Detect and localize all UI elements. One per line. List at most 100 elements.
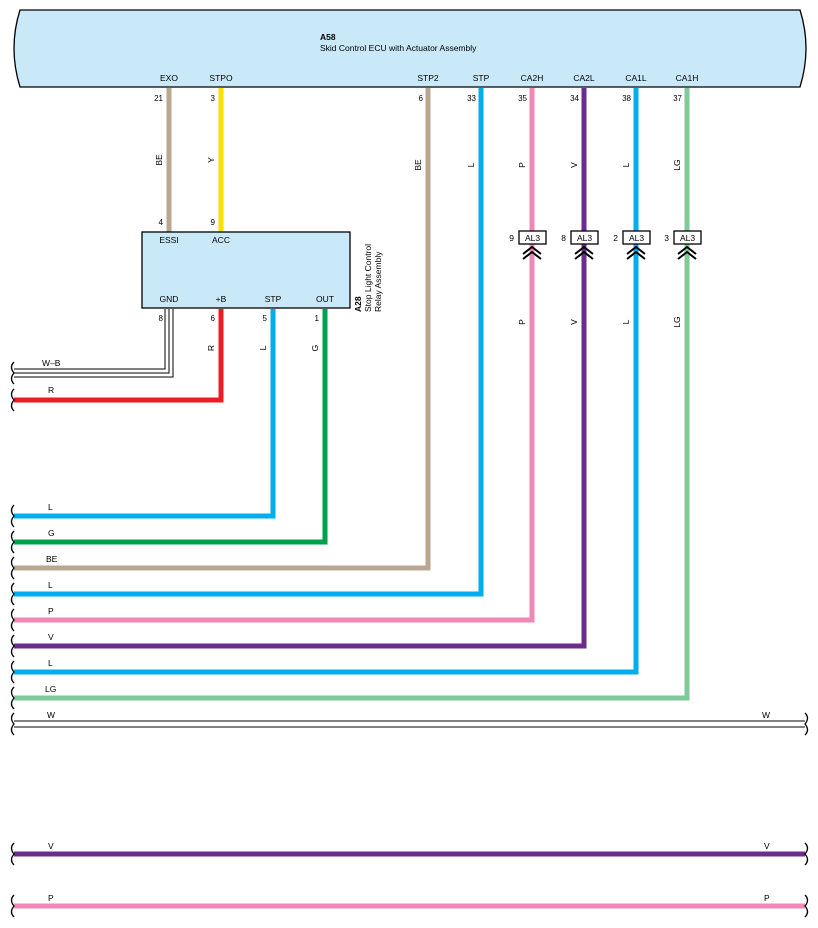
relay-pin-name: ESSI xyxy=(159,235,178,245)
break-mark xyxy=(10,504,15,528)
right-wire-label: V xyxy=(764,841,770,851)
break-mark xyxy=(804,842,809,866)
wire-relay-stp[interactable] xyxy=(14,309,276,519)
ecu-pin-name: EXO xyxy=(160,73,178,83)
wire-stp[interactable] xyxy=(14,88,484,597)
left-wire-label: L xyxy=(48,580,53,590)
break-mark xyxy=(804,894,809,918)
wire-label: R xyxy=(206,345,216,351)
wire-label: LG xyxy=(672,316,682,327)
wire-relay-out[interactable] xyxy=(14,309,328,545)
break-mark xyxy=(10,361,15,385)
left-wire-label: G xyxy=(48,528,55,538)
left-wire-label: P xyxy=(48,606,54,616)
break-mark xyxy=(10,608,15,632)
relay-body[interactable] xyxy=(141,231,351,309)
ecu-pin-num: 38 xyxy=(622,94,631,103)
relay-pin-num: 5 xyxy=(263,314,268,323)
left-wire-label: V xyxy=(48,632,54,642)
connector-label: AL3 xyxy=(525,233,540,243)
wire-label: G xyxy=(310,345,320,352)
left-wire-label: L xyxy=(48,658,53,668)
ecu-pin-name: STPO xyxy=(209,73,233,83)
ecu-pin-num: 37 xyxy=(673,94,682,103)
break-mark xyxy=(10,582,15,606)
connector-al3[interactable]: AL3 2 xyxy=(613,230,651,260)
left-wire-label: BE xyxy=(46,554,58,564)
ecu-id: A58 xyxy=(320,32,336,42)
wire-label: L xyxy=(466,162,476,167)
break-mark xyxy=(10,842,15,866)
left-wire-label: P xyxy=(48,893,54,903)
connector-pin: 8 xyxy=(561,233,566,243)
left-wire-label: W xyxy=(47,710,55,720)
break-mark xyxy=(10,660,15,684)
ecu-pin-num: 35 xyxy=(518,94,527,103)
wire-label: L xyxy=(621,162,631,167)
relay-pin-name: STP xyxy=(265,294,282,304)
relay-pin-name: ACC xyxy=(212,235,230,245)
left-wire-label: V xyxy=(48,841,54,851)
wire-relay-b[interactable] xyxy=(14,309,224,403)
relay-pin-name: GND xyxy=(160,294,179,304)
break-mark xyxy=(10,530,15,554)
connector-label: AL3 xyxy=(577,233,592,243)
wire-label: P xyxy=(517,162,527,168)
wire-stp2[interactable] xyxy=(14,88,431,571)
relay-pin-num: 1 xyxy=(315,314,320,323)
connector-chevron-icon xyxy=(574,245,594,260)
ecu-pin-num: 3 xyxy=(211,94,216,103)
wire-w[interactable] xyxy=(14,720,805,728)
wire-ca2h[interactable] xyxy=(14,88,535,623)
wire-gnd-wb[interactable] xyxy=(14,309,174,378)
right-wire-label: W xyxy=(762,710,770,720)
relay-pin-num: 4 xyxy=(159,218,164,227)
connector-label: AL3 xyxy=(629,233,644,243)
break-mark xyxy=(10,556,15,580)
connector-al3[interactable]: AL3 3 xyxy=(664,230,702,260)
relay-a28[interactable]: ESSI ACC 4 9 GND +B STP OUT 8 6 5 1 A28 … xyxy=(141,218,383,323)
break-mark xyxy=(10,894,15,918)
relay-id: A28 xyxy=(353,296,363,312)
break-mark xyxy=(10,634,15,658)
connector-al3[interactable]: AL3 8 xyxy=(561,230,599,260)
left-wire-label: R xyxy=(48,385,54,395)
wire-label: BE xyxy=(154,154,164,166)
ecu-pin-name: STP2 xyxy=(417,73,439,83)
connector-chevron-icon xyxy=(522,245,542,260)
ecu-pin-num: 34 xyxy=(570,94,579,103)
ecu-pin-name: STP xyxy=(473,73,490,83)
relay-pin-name: OUT xyxy=(316,294,334,304)
ecu-pin-name: CA1L xyxy=(625,73,647,83)
break-mark xyxy=(10,388,15,412)
connector-label: AL3 xyxy=(680,233,695,243)
relay-pin-num: 9 xyxy=(211,218,216,227)
ecu-pin-num: 21 xyxy=(154,94,163,103)
relay-name-line1: Stop Light Control xyxy=(363,244,373,312)
wire-ca1l[interactable] xyxy=(14,88,639,675)
wire-label: V xyxy=(569,319,579,325)
break-marks-right xyxy=(804,712,809,918)
right-wire-label: P xyxy=(764,893,770,903)
connector-chevron-icon xyxy=(626,245,646,260)
relay-pin-name: +B xyxy=(216,294,227,304)
ecu-pin-num: 6 xyxy=(419,94,424,103)
connector-pin: 9 xyxy=(509,233,514,243)
ecu-pin-name: CA2H xyxy=(521,73,544,83)
break-mark xyxy=(10,686,15,710)
wire-ca2l[interactable] xyxy=(14,88,587,649)
left-wire-label: L xyxy=(48,502,53,512)
ecu-name: Skid Control ECU with Actuator Assembly xyxy=(320,43,477,53)
wire-ca1h[interactable] xyxy=(14,88,690,701)
wire-label: Y xyxy=(206,157,216,163)
ecu-body[interactable] xyxy=(13,9,807,88)
connector-al3[interactable]: AL3 9 xyxy=(509,230,547,260)
wire-label: BE xyxy=(413,159,423,171)
connector-pin: 3 xyxy=(664,233,669,243)
ecu-pin-name: CA1H xyxy=(676,73,699,83)
connector-chevron-icon xyxy=(677,245,697,260)
ecu-a58[interactable]: A58 Skid Control ECU with Actuator Assem… xyxy=(13,9,807,103)
break-mark xyxy=(10,712,15,736)
break-mark xyxy=(804,712,809,736)
